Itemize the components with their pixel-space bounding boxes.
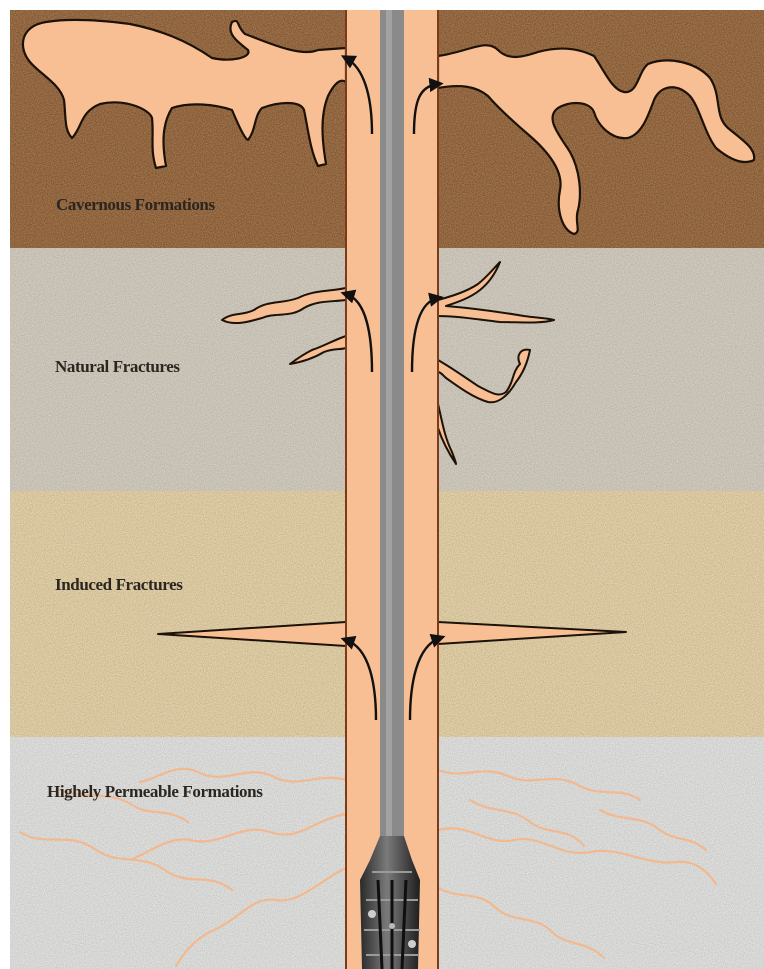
label-natural-fractures: Natural Fractures [55,357,180,376]
wellbore [346,10,438,969]
label-cavernous-formations: Cavernous Formations [56,195,215,214]
label-induced-fractures: Induced Fractures [55,575,183,594]
drill-pipe-highlight [386,10,392,836]
label-highly-permeable-formations: Highely Permeable Formations [47,782,263,801]
